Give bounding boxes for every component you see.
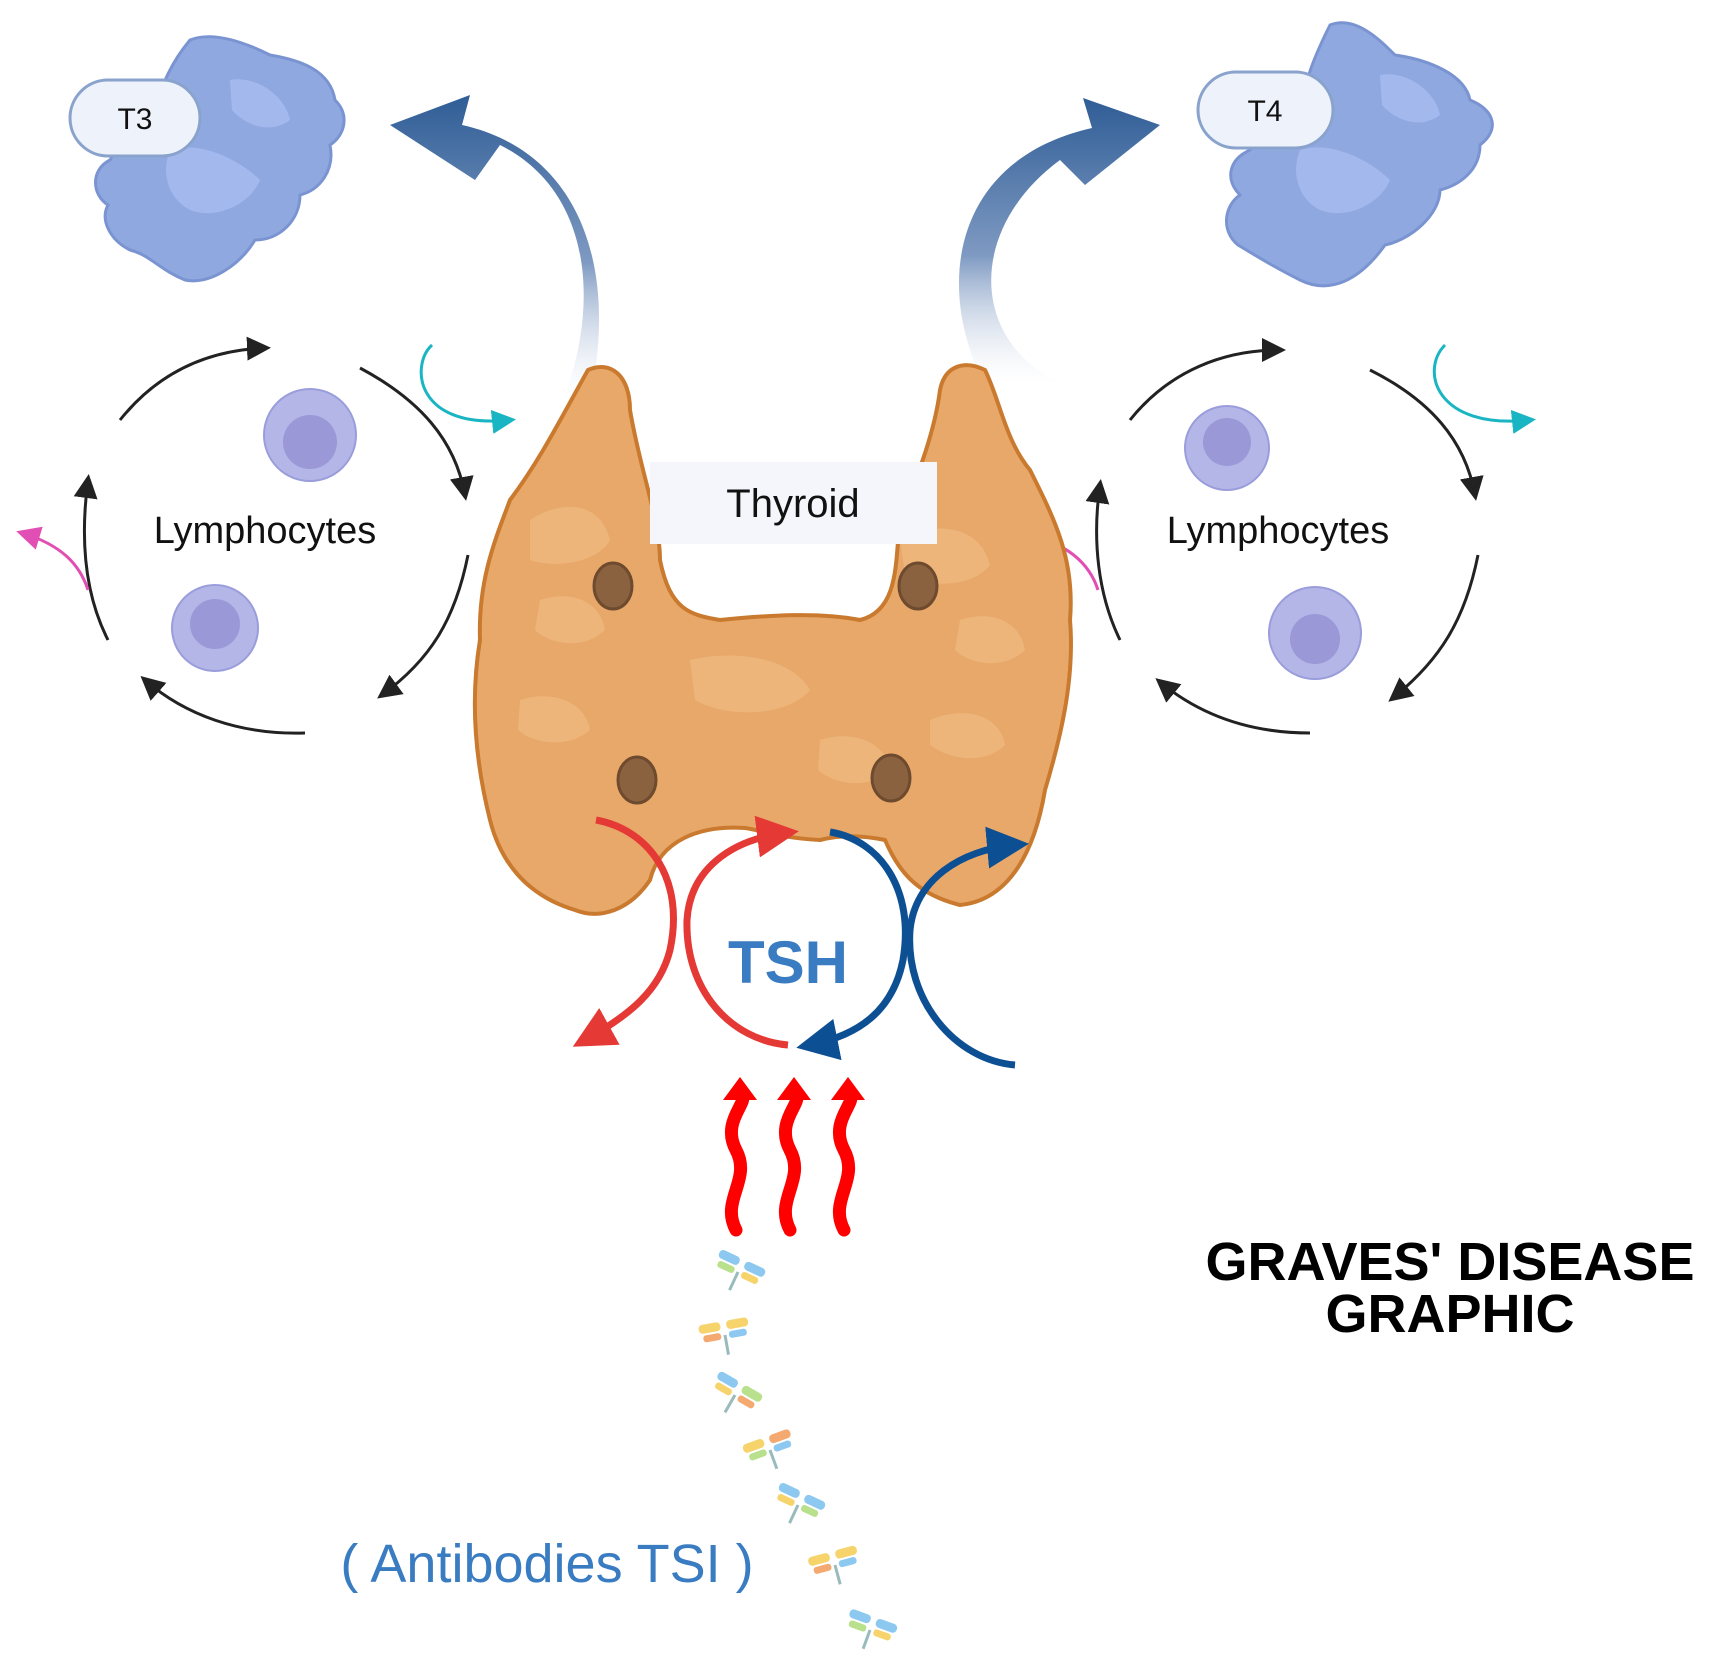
lymphocytes-label-right: Lymphocytes: [1167, 510, 1389, 552]
antibody: [715, 1371, 763, 1414]
antibody: [808, 1545, 857, 1585]
lymphocyte-cycle-right: Lymphocytes: [1024, 338, 1536, 735]
lymphocyte-cell: [1184, 405, 1270, 491]
parathyroid-nodule: [870, 753, 912, 803]
t3-label: T3: [117, 103, 152, 136]
lymphocyte-cell: [171, 584, 259, 672]
lymphocyte-cell: [263, 388, 357, 482]
diagram-title: GRAVES' DISEASE GRAPHIC: [1206, 1232, 1695, 1344]
stimulation-arrow: [831, 1077, 865, 1237]
parathyroid-nodule: [897, 561, 939, 611]
title-line-1: GRAVES' DISEASE: [1206, 1232, 1695, 1292]
stimulation-arrow: [777, 1077, 811, 1237]
tsh-cycle: TSH: [572, 815, 1029, 1069]
t4-label-pill: T4: [1196, 70, 1335, 150]
t4-label: T4: [1247, 95, 1282, 128]
big-arrow-right: [958, 98, 1160, 385]
antibody: [698, 1317, 749, 1355]
t4-protein: [1224, 21, 1494, 288]
tsh-label: TSH: [728, 929, 848, 996]
title-line-2: GRAPHIC: [1325, 1284, 1574, 1344]
thyroid-label-box: Thyroid: [650, 462, 937, 544]
lymphocytes-label-left: Lymphocytes: [154, 510, 376, 552]
antibody: [848, 1609, 898, 1650]
lymphocyte-cycle-left: Lymphocytes: [16, 336, 516, 735]
t3-protein: [94, 35, 346, 283]
stimulation-arrows: [723, 1077, 865, 1237]
big-arrow-left: [390, 95, 600, 400]
parathyroid-nodule: [592, 561, 634, 611]
antibody-chain: ( Antibodies TSI ): [340, 1250, 898, 1650]
t3-label-pill: T3: [68, 78, 202, 158]
parathyroid-nodule: [616, 755, 658, 805]
antibody: [717, 1250, 766, 1291]
thyroid-label: Thyroid: [726, 482, 859, 526]
antibodies-label: ( Antibodies TSI ): [340, 1534, 753, 1594]
antibody: [777, 1483, 826, 1524]
stimulation-arrow: [723, 1077, 757, 1237]
lymphocyte-cell: [1268, 586, 1362, 680]
antibody: [742, 1429, 792, 1470]
